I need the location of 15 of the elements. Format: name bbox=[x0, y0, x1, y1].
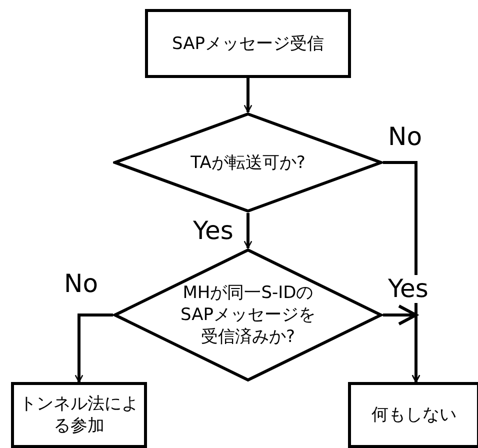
node-text: TAが転送可か? bbox=[190, 152, 306, 174]
arrow bbox=[244, 213, 252, 249]
arrow bbox=[74, 314, 113, 383]
process-box bbox=[145, 9, 351, 78]
process-box bbox=[11, 382, 147, 448]
node-text: MHが同一S-IDのSAPメッセージを受信済みか? bbox=[180, 282, 316, 348]
decision-diamond bbox=[113, 248, 383, 382]
decision-diamond bbox=[113, 112, 383, 213]
process-box bbox=[348, 382, 478, 448]
arrow bbox=[244, 78, 252, 113]
node-text: 何もしない bbox=[372, 404, 456, 426]
arrow bbox=[383, 304, 420, 383]
node-text: トンネル法による参加 bbox=[18, 393, 140, 437]
edge-label: Yes bbox=[387, 275, 430, 303]
node-text: SAPメッセージ受信 bbox=[172, 32, 324, 54]
